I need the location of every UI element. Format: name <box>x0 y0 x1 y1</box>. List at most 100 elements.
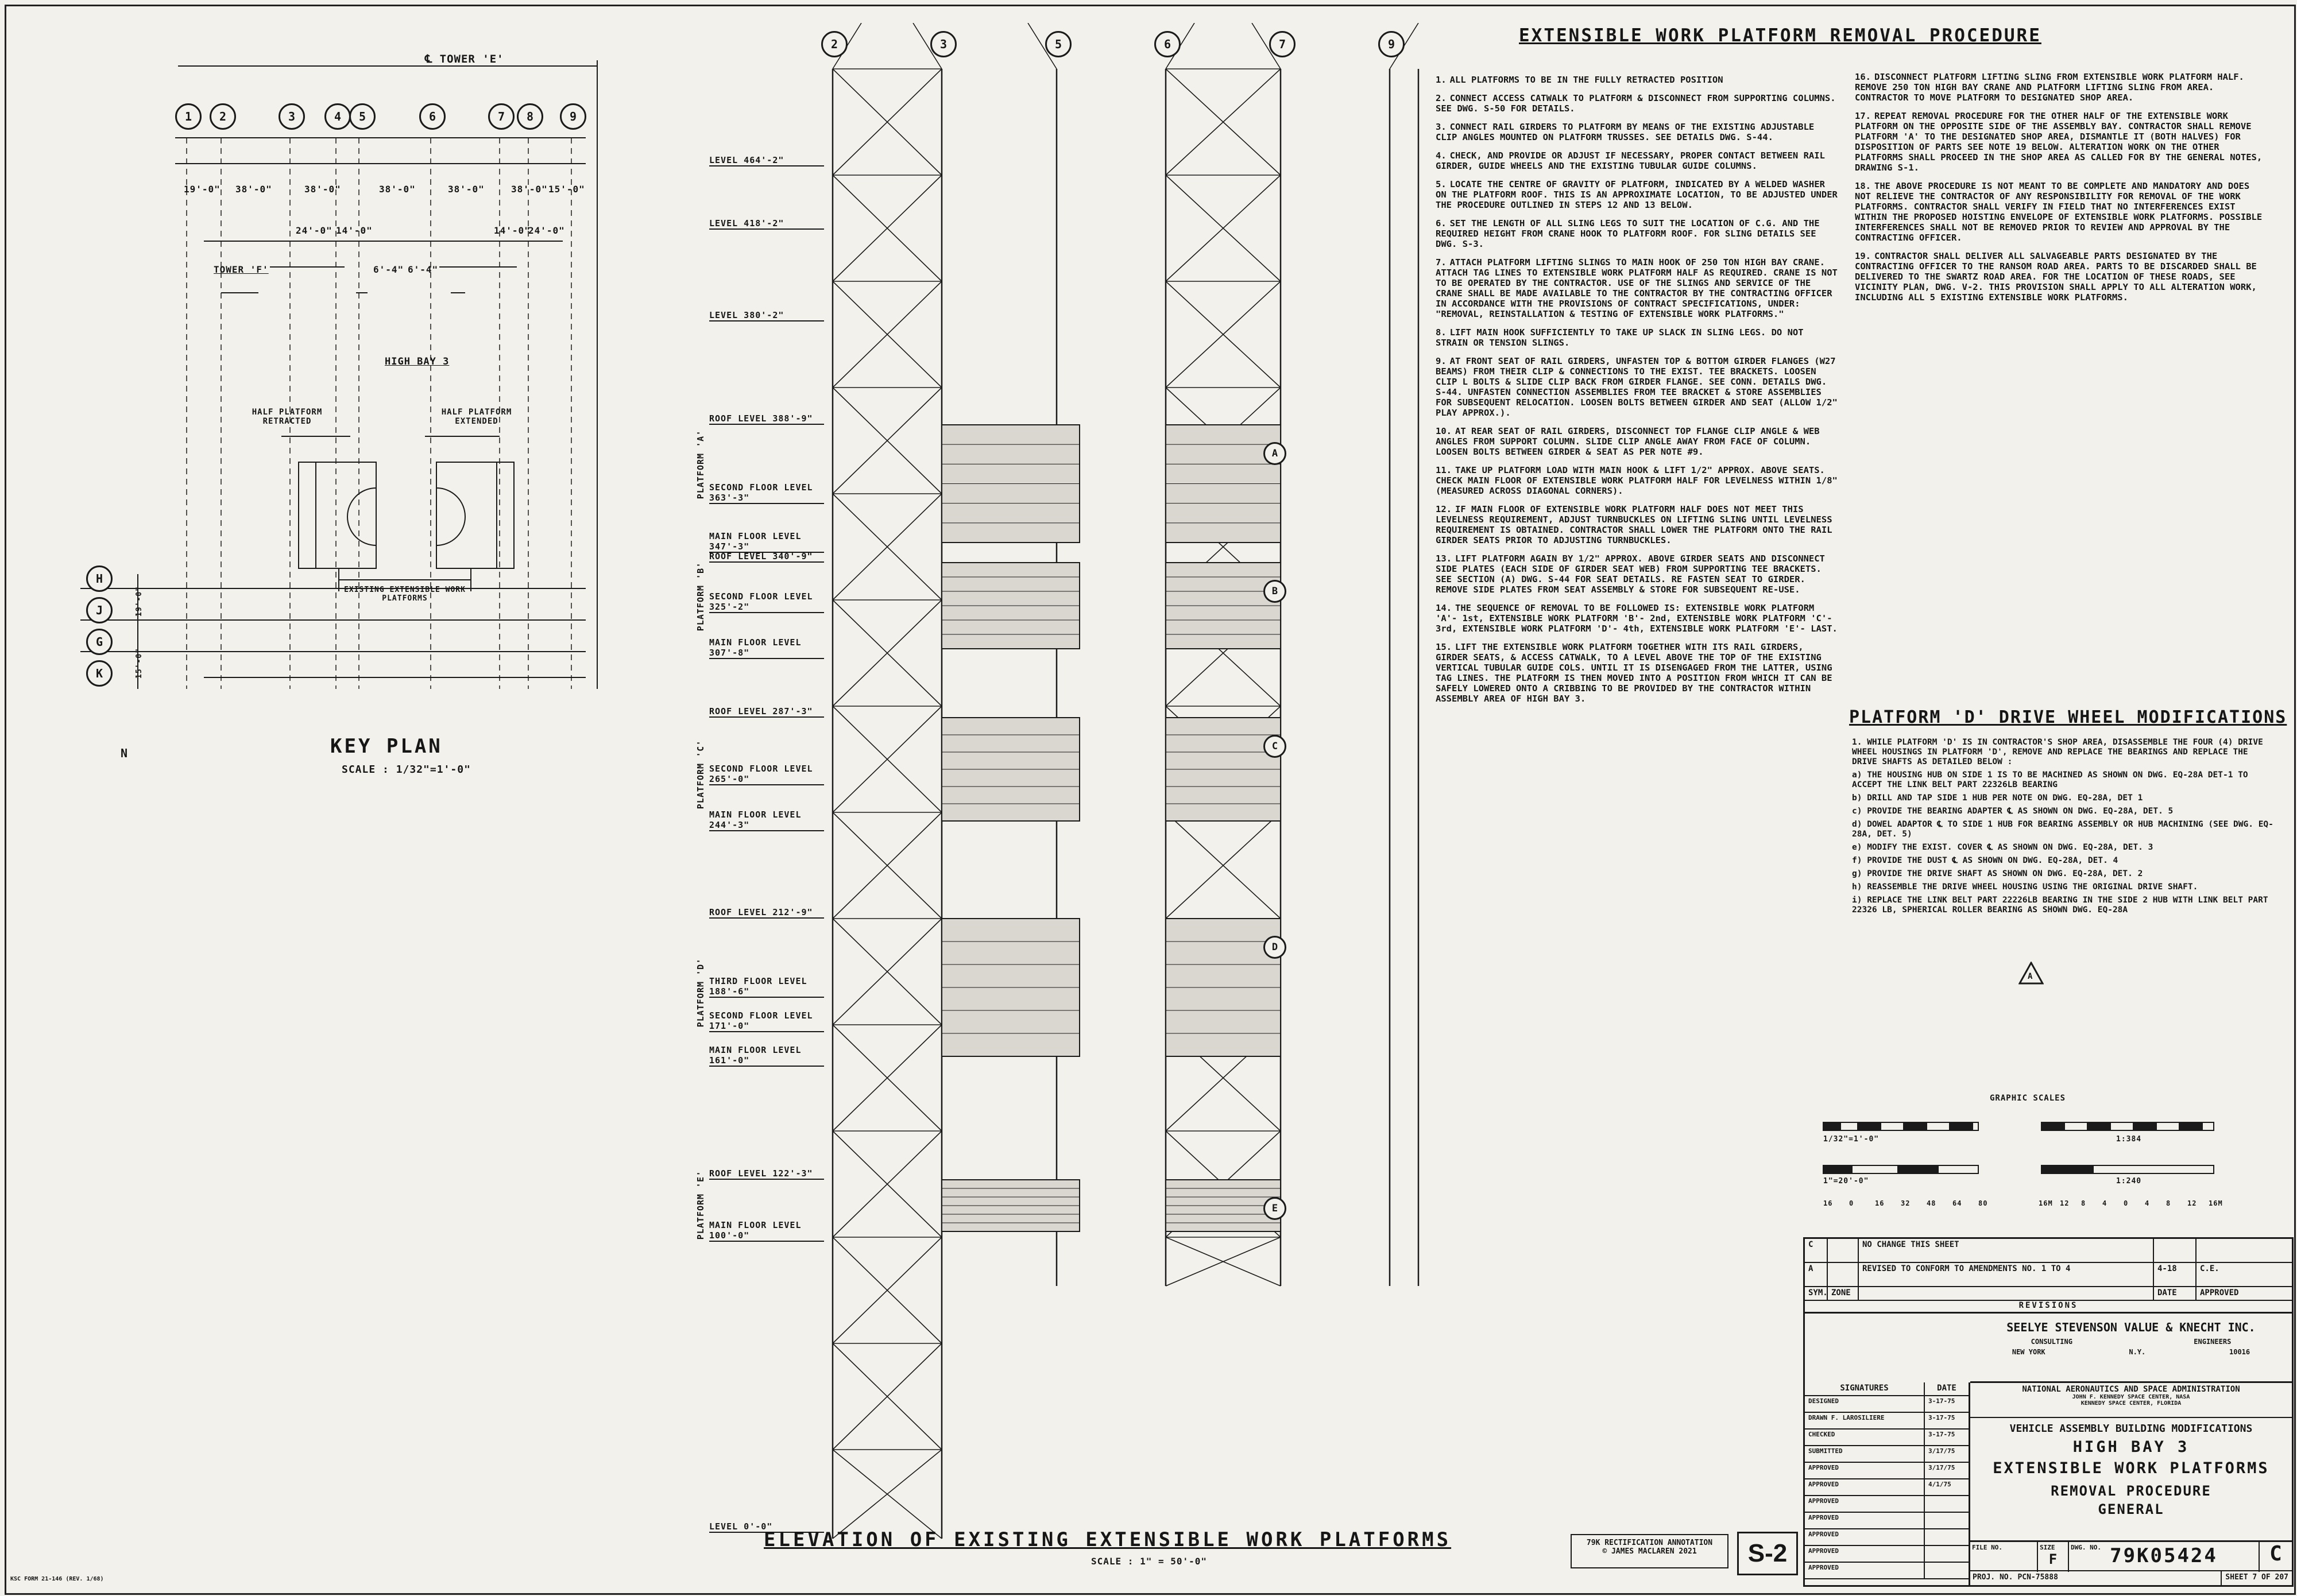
step-text: IF MAIN FLOOR OF EXTENSIBLE WORK PLATFOR… <box>1436 504 1832 545</box>
drive-wheel-item: b) DRILL AND TAP SIDE 1 HUB PER NOTE ON … <box>1852 793 2143 803</box>
procedure-step: 8.LIFT MAIN HOOK SUFFICIENTLY TO TAKE UP… <box>1436 327 1838 348</box>
revision-row: C NO CHANGE THIS SHEET <box>1805 1239 2292 1263</box>
signature-role: CHECKED <box>1805 1430 1925 1445</box>
revision-date: 4-18 <box>2154 1263 2197 1286</box>
grid-bubble: 6 <box>1154 31 1181 57</box>
step-text: TAKE UP PLATFORM LOAD WITH MAIN HOOK & L… <box>1436 465 1838 496</box>
revision-appr: C.E. <box>2200 1264 2219 1273</box>
signature-role: APPROVED <box>1805 1479 1925 1495</box>
step-number: 17. <box>1855 111 1871 121</box>
grid-bubble: 5 <box>1045 31 1072 57</box>
file-no-label: FILE NO. <box>1970 1542 2038 1572</box>
firm-block: SEELYE STEVENSON VALUE & KNECHT INC. CON… <box>1970 1314 2292 1383</box>
revision-sym: A <box>1805 1263 1828 1286</box>
step-number: 4. <box>1436 150 1447 161</box>
step-number: 5. <box>1436 179 1447 189</box>
drive-wheel-notes: 1. WHILE PLATFORM 'D' IS IN CONTRACTOR'S… <box>1852 738 2274 919</box>
dim-label: 15'-0" <box>548 184 585 195</box>
signature-date: 3-17-75 <box>1928 1431 1955 1438</box>
drawing-sheet-border <box>5 5 2296 1595</box>
scale-tick: 64 <box>1952 1199 1962 1207</box>
step-number: 6. <box>1436 218 1447 228</box>
key-plan: ℄ TOWER 'E' 1 2 3 4 5 6 7 8 9 19'-0" 38'… <box>11 11 609 784</box>
level-label: MAIN FLOOR LEVEL 161'-0" <box>709 1045 824 1067</box>
signature-role: DESIGNED <box>1805 1396 1925 1412</box>
step-number: 10. <box>1436 426 1452 436</box>
top-brace <box>912 22 942 69</box>
header-appr: APPROVED <box>2200 1288 2239 1297</box>
north-arrow-icon: N <box>121 746 129 760</box>
level-label: LEVEL 0'-0" <box>709 1521 824 1533</box>
half-retracted-label: HALF PLATFORM RETRACTED <box>252 408 323 426</box>
revision-header-row: SYM. ZONE DATE APPROVED <box>1805 1287 2292 1301</box>
step-text: THE ABOVE PROCEDURE IS NOT MEANT TO BE C… <box>1855 181 2263 243</box>
tower-f-label: TOWER 'F' <box>214 264 269 275</box>
brace-member <box>832 387 942 494</box>
platform-side-label: PLATFORM 'D' <box>695 958 706 1028</box>
procedure-step: 16.DISCONNECT PLATFORM LIFTING SLING FRO… <box>1855 72 2268 103</box>
title-line-3: REMOVAL PROCEDURE <box>2051 1483 2211 1499</box>
drive-wheel-item: f) PROVIDE THE DUST ℄ AS SHOWN ON DWG. E… <box>1852 856 2118 865</box>
step-number: 12. <box>1436 504 1452 514</box>
dim-label: 38'-0" <box>379 184 416 195</box>
drive-wheel-item: c) PROVIDE THE BEARING ADAPTER ℄ AS SHOW… <box>1852 807 2174 816</box>
firm-subtitle: CONSULTING ENGINEERS <box>1970 1338 2292 1346</box>
project-name: VEHICLE ASSEMBLY BUILDING MODIFICATIONS <box>2009 1423 2253 1435</box>
dwg-no-value: 79K05424 <box>2110 1544 2218 1567</box>
procedure-step: 10.AT REAR SEAT OF RAIL GIRDERS, DISCONN… <box>1436 426 1838 457</box>
step-text: AT FRONT SEAT OF RAIL GIRDERS, UNFASTEN … <box>1436 356 1838 418</box>
firm-city: NEW YORK <box>2012 1348 2045 1356</box>
step-text: LOCATE THE CENTRE OF GRAVITY OF PLATFORM… <box>1436 179 1838 210</box>
existing-platforms-label: EXISTING EXTENSIBLE WORK PLATFORMS <box>344 586 466 603</box>
revision-date <box>2154 1239 2197 1262</box>
revision-sym: C <box>1805 1239 1828 1262</box>
procedure-step: 6.SET THE LENGTH OF ALL SLING LEGS TO SU… <box>1436 218 1838 249</box>
agency-name: NATIONAL AERONAUTICS AND SPACE ADMINISTR… <box>2022 1385 2240 1394</box>
grid-bubble: 3 <box>930 31 957 57</box>
procedure-step: 11.TAKE UP PLATFORM LOAD WITH MAIN HOOK … <box>1436 465 1838 496</box>
step-text: REPEAT REMOVAL PROCEDURE FOR THE OTHER H… <box>1855 111 2263 173</box>
drive-wheel-item: g) PROVIDE THE DRIVE SHAFT AS SHOWN ON D… <box>1852 869 2143 878</box>
dim-label: 38'-0" <box>304 184 341 195</box>
scale-tick: 8 <box>2081 1199 2086 1207</box>
firm-zip: 10016 <box>2229 1348 2250 1356</box>
signatures-label: SIGNATURES <box>1805 1382 1925 1395</box>
header-desc <box>1859 1287 2154 1300</box>
brace-member <box>832 1449 942 1539</box>
date-label: DATE <box>1937 1384 1956 1393</box>
column-grid-lines <box>186 138 572 689</box>
signature-role: APPROVED <box>1805 1513 1925 1528</box>
procedure-step: 14.THE SEQUENCE OF REMOVAL TO BE FOLLOWE… <box>1436 603 1838 634</box>
signature-date: 3-17-75 <box>1928 1397 1955 1405</box>
signature-date: 3/17/75 <box>1928 1447 1955 1455</box>
elevation-scale: SCALE : 1" = 50'-0" <box>1091 1556 1208 1567</box>
level-label: ROOF LEVEL 388'-9" <box>709 413 824 425</box>
step-text: CONNECT ACCESS CATWALK TO PLATFORM & DIS… <box>1436 93 1836 114</box>
platform-side-label: PLATFORM 'C' <box>695 739 706 809</box>
step-number: 15. <box>1436 642 1452 652</box>
step-text: CHECK, AND PROVIDE OR ADJUST IF NECESSAR… <box>1436 150 1825 171</box>
title-line-4: GENERAL <box>2098 1501 2164 1517</box>
level-label: ROOF LEVEL 340'-9" <box>709 551 824 563</box>
brace-member <box>832 68 942 176</box>
graphic-scale-bars <box>1823 1122 2214 1174</box>
brace-member <box>832 812 942 919</box>
proj-label: PROJ. NO. <box>1973 1573 2013 1582</box>
scale-tick: 16 <box>1875 1199 1885 1207</box>
drive-wheel-item: d) DOWEL ADAPTOR ℄ TO SIDE 1 HUB FOR BEA… <box>1852 820 2273 839</box>
title-line-1: HIGH BAY 3 <box>2072 1438 2190 1456</box>
dim-label: 19'-0" <box>184 184 221 195</box>
step-text: THE SEQUENCE OF REMOVAL TO BE FOLLOWED I… <box>1436 603 1838 634</box>
procedure-step: 15.LIFT THE EXTENSIBLE WORK PLATFORM TOG… <box>1436 642 1838 704</box>
brace-member <box>832 918 942 1025</box>
scale-tick: 16M <box>2209 1199 2223 1207</box>
step-number: 8. <box>1436 327 1447 338</box>
platform-tag: A <box>1263 442 1286 465</box>
header-date: DATE <box>2154 1287 2197 1300</box>
step-number: 13. <box>1436 553 1452 564</box>
signature-role: APPROVED <box>1805 1563 1925 1578</box>
platform-tag: D <box>1263 936 1286 959</box>
column-bubble: 3 <box>279 103 305 130</box>
